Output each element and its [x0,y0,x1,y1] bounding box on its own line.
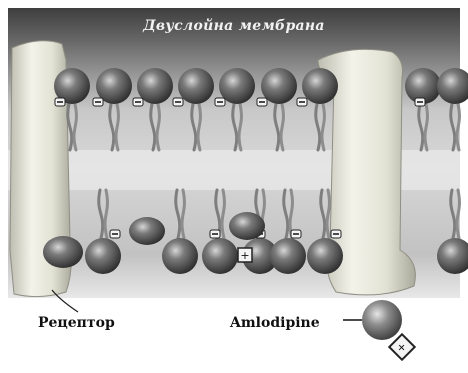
protein-bulb [229,212,265,240]
lipid-head [307,238,343,274]
protein-bulb [129,217,165,245]
lipid-head [85,238,121,274]
lipid-head [202,238,238,274]
lipid-head [178,68,214,104]
lipid-head [162,238,198,274]
positive-charge-icon: + [240,249,249,262]
diagram-title: Двуслойна мембрана [0,18,468,34]
lipid-head [302,68,338,104]
drug-marker-icon: + [389,334,414,359]
lipid-head [270,238,306,274]
receptor-head [43,236,83,268]
receptor-label: Рецептор [38,315,115,331]
drug-label: Amlodipine [230,315,320,331]
amlodipine-molecule [362,300,402,340]
